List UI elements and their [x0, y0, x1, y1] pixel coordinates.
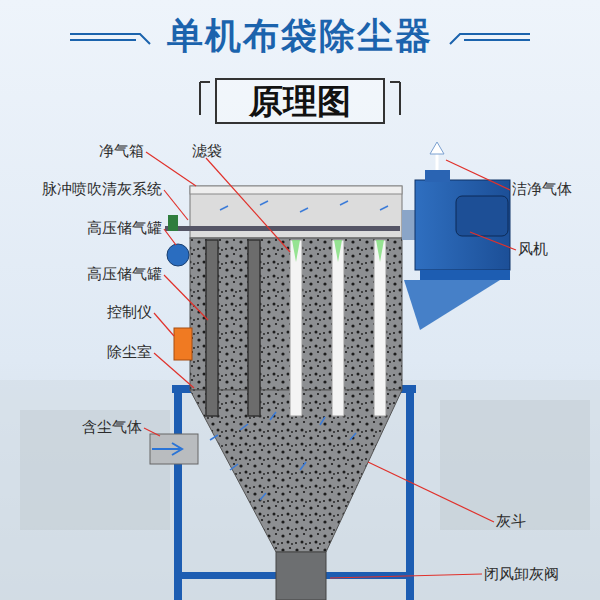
- subtitle-box: 原理图: [215, 78, 385, 124]
- part-label: 闭风卸灰阀: [484, 565, 559, 583]
- part-label: 风机: [518, 240, 548, 258]
- part-label: 含尘气体: [82, 418, 142, 436]
- part-label: 滤袋: [192, 142, 222, 160]
- part-label: 脉冲喷吹清灰系统: [42, 180, 162, 198]
- subtitle-text: 原理图: [249, 81, 351, 121]
- part-label: 控制仪: [107, 303, 152, 321]
- part-label: 灰斗: [496, 512, 526, 530]
- part-label: 除尘室: [107, 343, 152, 361]
- part-label: 高压储气罐: [87, 265, 162, 283]
- part-label: 洁净气体: [512, 180, 572, 198]
- part-label: 高压储气罐: [87, 219, 162, 237]
- part-label: 净气箱: [99, 142, 144, 160]
- diagram-title: 单机布袋除尘器: [0, 14, 600, 58]
